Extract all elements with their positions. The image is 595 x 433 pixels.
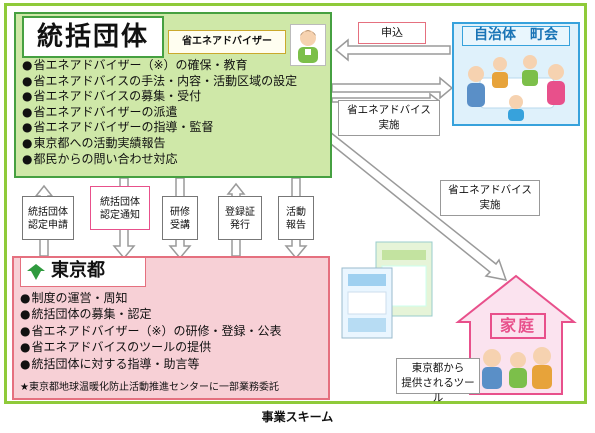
community-people-illustration <box>467 55 565 121</box>
municipality-title: 自治体 町会 <box>462 26 570 46</box>
list-item: 省エネアドバイザー（※）の確保・教育 <box>22 58 330 74</box>
list-item: 省エネアドバイスの手法・内容・活動区域の設定 <box>22 74 330 90</box>
flow-arrow-muni-advice <box>331 76 454 100</box>
list-item: 東京都への活動実績報告 <box>22 136 330 152</box>
diagram-caption: 事業スキーム <box>261 410 334 424</box>
list-item: 統括団体に対する指導・助言等 <box>20 356 320 372</box>
flow-label-certification-notice: 統括団体認定通知 <box>90 186 150 230</box>
tokyo-emblem-icon <box>27 264 45 280</box>
list-item: 都民からの問い合わせ対応 <box>22 152 330 168</box>
tokyo-title: 東京都 <box>20 257 146 287</box>
apply-label: 申込 <box>358 22 426 44</box>
flow-label-training: 研修受講 <box>162 196 198 240</box>
flow-label-certification-application: 統括団体認定申請 <box>22 196 74 240</box>
list-item: 制度の運営・周知 <box>20 290 320 306</box>
list-item: 省エネアドバイスの募集・受付 <box>22 89 330 105</box>
organization-duty-list: 省エネアドバイザー（※）の確保・教育 省エネアドバイスの手法・内容・活動区域の設… <box>22 58 330 167</box>
diagram-frame <box>4 3 587 404</box>
flow-label-activity-report: 活動報告 <box>278 196 314 240</box>
list-item: 省エネアドバイザーの指導・監督 <box>22 120 330 136</box>
tools-label: 東京都から 提供されるツール <box>396 358 480 404</box>
tool-leaflets-illustration <box>341 241 433 339</box>
organization-title: 統括団体 <box>22 16 164 58</box>
flow-arrow-household-advice <box>325 130 508 281</box>
flow-label-certificate-issue: 登録証発行 <box>218 196 262 240</box>
tokyo-note: ★東京都地球温暖化防止活動推進センターに一部業務委託 <box>20 382 279 393</box>
household-title: 家庭 <box>490 313 546 339</box>
list-item: 省エネアドバイスのツールの提供 <box>20 339 320 355</box>
tokyo-duty-list: 制度の運営・周知 統括団体の募集・認定 省エネアドバイザー（※）の研修・登録・公… <box>20 290 320 372</box>
list-item: 省エネアドバイザー（※）の研修・登録・公表 <box>20 323 320 339</box>
list-item: 統括団体の募集・認定 <box>20 306 320 322</box>
household-advice-label: 省エネアドバイス 実施 <box>440 180 540 216</box>
municipality-advice-label: 省エネアドバイス 実施 <box>338 100 440 136</box>
flow-arrow-application <box>334 38 451 62</box>
advisor-tag: 省エネアドバイザー <box>168 30 286 54</box>
list-item: 省エネアドバイザーの派遣 <box>22 105 330 121</box>
